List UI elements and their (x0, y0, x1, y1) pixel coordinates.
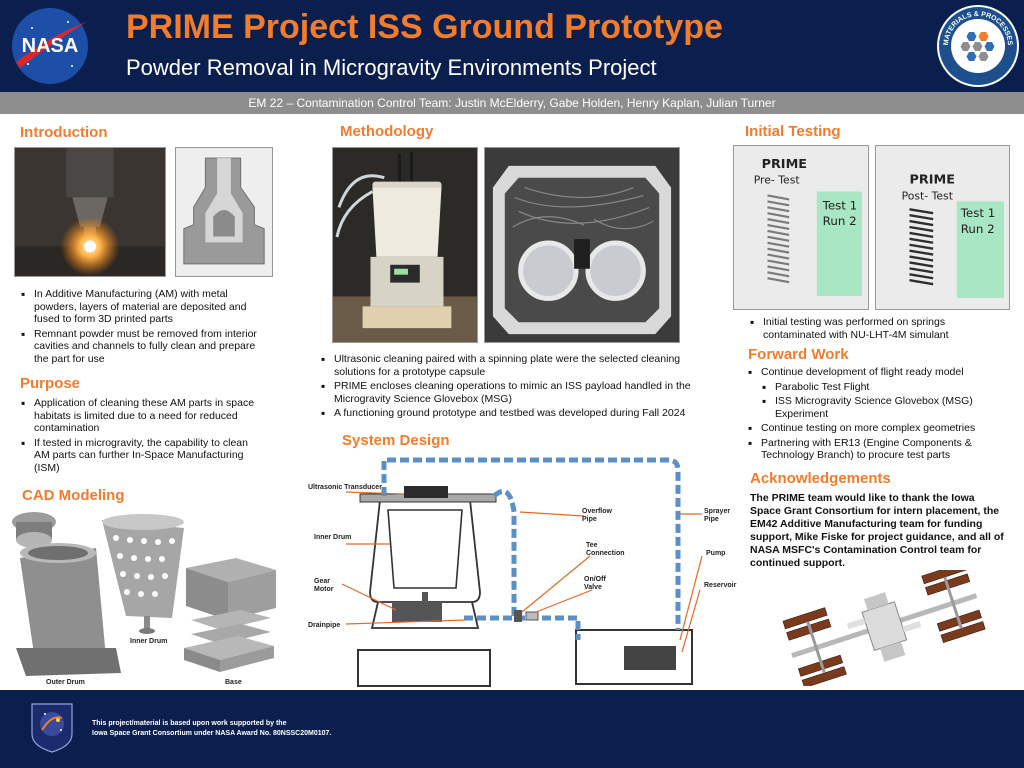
list-item: A functioning ground prototype and testb… (318, 407, 708, 420)
ultrasonic-transducer (404, 486, 448, 498)
system-design-diagram: Ultrasonic Transducer Inner Drum Gear Mo… (300, 452, 740, 688)
list-item: Initial testing was performed on springs… (747, 316, 1007, 341)
footer-line-1: This project/material is based upon work… (92, 720, 287, 727)
list-item: PRIME encloses cleaning operations to mi… (318, 380, 708, 405)
pre-test-spring (767, 194, 790, 284)
ultrasonic-transducer-label: Ultrasonic Transducer (308, 484, 382, 491)
reservoir-tank (575, 629, 693, 685)
sprayer-pipe-label: Sprayer Pipe (704, 508, 731, 523)
list-item: If tested in microgravity, the capabilit… (18, 437, 263, 475)
list-item: Continue development of flight ready mod… (745, 366, 1007, 379)
forward-work-heading: Forward Work (748, 346, 849, 363)
forward-work-bullets: Continue development of flight ready mod… (745, 366, 1007, 464)
drainpipe-label: Drainpipe (308, 622, 341, 629)
prototype-capsule-photo (332, 147, 478, 343)
sprayer-pipe (381, 457, 681, 630)
methodology-heading: Methodology (340, 123, 434, 140)
list-item: In Additive Manufacturing (AM) with meta… (18, 288, 263, 326)
iss-image (782, 570, 986, 686)
pre-test-title: PRIME (762, 157, 807, 172)
base-label: Base (225, 679, 242, 686)
materials-processes-logo: MATERIALS & PROCESSES NASA ●●● MSFC (937, 5, 1019, 87)
nasa-logo: NASA (12, 8, 88, 84)
initial-testing-bullets: Initial testing was performed on springs… (747, 316, 1007, 343)
list-item: Remnant powder must be removed from inte… (18, 328, 263, 366)
space-grant-logo (31, 703, 73, 753)
laser-printing-photo (14, 147, 166, 277)
reservoir-label: Reservoir (704, 582, 737, 589)
post-test-note-2: Run 2 (961, 222, 995, 236)
inner-drum-render (102, 514, 184, 634)
gear-motor (392, 602, 442, 622)
list-item: Parabolic Test Flight (745, 381, 1007, 394)
team-bar: EM 22 – Contamination Control Team: Just… (0, 92, 1024, 114)
post-test-note-1: Test 1 (960, 206, 996, 220)
pump-label: Pump (706, 550, 726, 557)
system-design-heading: System Design (342, 432, 450, 449)
purpose-bullets: Application of cleaning these AM parts i… (18, 397, 263, 476)
overflow-pipe-label: Overflow Pipe (582, 508, 612, 523)
pre-test-subtitle: Pre- Test (754, 174, 800, 187)
cad-modeling-heading: CAD Modeling (22, 487, 125, 504)
list-item: Continue testing on more complex geometr… (745, 422, 1007, 435)
footer-acknowledgement: This project/material is based upon work… (92, 719, 331, 739)
gear-motor-label: Gear Motor (314, 578, 334, 593)
poster-subtitle: Powder Removal in Microgravity Environme… (126, 55, 657, 80)
post-test-subtitle: Post- Test (902, 189, 953, 202)
post-test-title: PRIME (909, 173, 954, 188)
part-cross-section-render (175, 147, 273, 277)
introduction-heading: Introduction (20, 124, 108, 141)
cad-model-renders: Outer Drum Inner Drum Base (6, 508, 296, 688)
introduction-bullets: In Additive Manufacturing (AM) with meta… (18, 288, 263, 367)
base-render (184, 558, 276, 672)
inner-drum-label: Inner Drum (130, 638, 168, 645)
poster-header: NASA PRIME Project ISS Ground Prototype … (0, 0, 1024, 92)
acknowledgements-heading: Acknowledgements (750, 470, 891, 487)
science-glovebox-photo (484, 147, 680, 343)
nasa-logo-text: NASA (22, 35, 79, 57)
post-test-spring-photo: PRIME Post- Test Test 1 Run 2 (875, 145, 1010, 310)
tee-connection-label: Tee Connection (586, 542, 625, 557)
pre-test-spring-photo: PRIME Pre- Test Test 1 Run 2 (733, 145, 869, 310)
poster-title: PRIME Project ISS Ground Prototype (126, 8, 723, 46)
inner-drum-diagram-label: Inner Drum (314, 534, 352, 541)
on-off-valve (525, 611, 539, 621)
post-test-spring (909, 208, 934, 286)
methodology-bullets: Ultrasonic cleaning paired with a spinni… (318, 353, 708, 422)
inner-drum (387, 509, 463, 589)
pre-test-note-1: Test 1 (822, 198, 858, 212)
pump-block (624, 646, 676, 670)
outer-drum-render (12, 512, 121, 676)
on-off-valve-label: On/Off Valve (584, 576, 606, 591)
overflow-pipe (492, 489, 517, 618)
initial-testing-heading: Initial Testing (745, 123, 841, 140)
list-item: Ultrasonic cleaning paired with a spinni… (318, 353, 708, 378)
poster-footer: This project/material is based upon work… (0, 690, 1024, 768)
capsule-base (357, 649, 491, 687)
list-item: Partnering with ER13 (Engine Components … (745, 437, 1007, 462)
pre-test-note-2: Run 2 (823, 214, 857, 228)
footer-line-2: Iowa Space Grant Consortium under NASA A… (92, 730, 332, 737)
purpose-heading: Purpose (20, 375, 81, 392)
tee-connection (514, 610, 522, 622)
list-item: ISS Microgravity Science Glovebox (MSG) … (745, 395, 1007, 420)
acknowledgements-text: The PRIME team would like to thank the I… (750, 492, 1004, 569)
list-item: Application of cleaning these AM parts i… (18, 397, 263, 435)
outer-drum-label: Outer Drum (46, 679, 85, 686)
